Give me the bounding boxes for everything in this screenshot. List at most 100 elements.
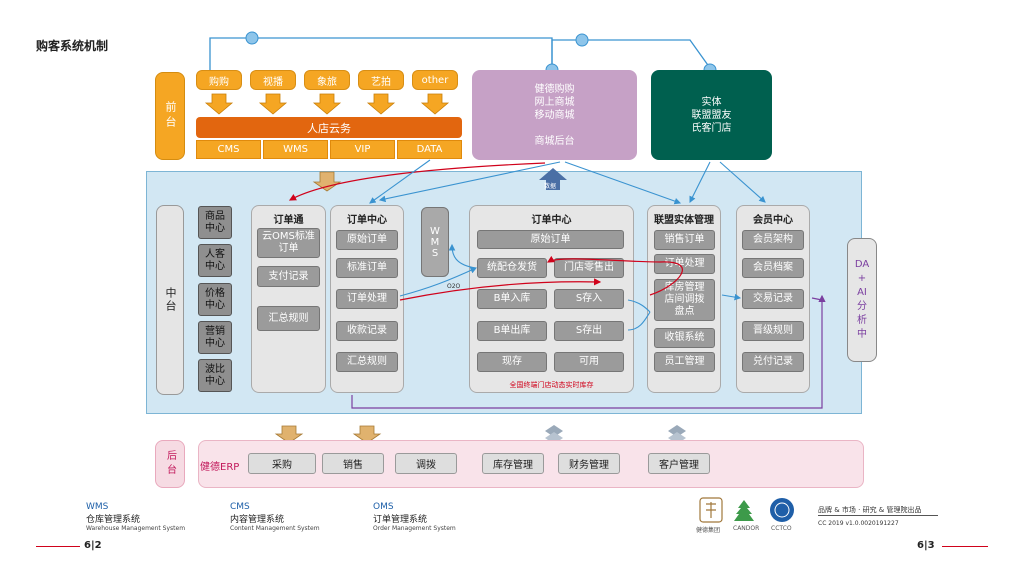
- channel-other[interactable]: other: [412, 70, 458, 90]
- column-title: 订单中心: [531, 215, 572, 226]
- da-ai-analysis-box[interactable]: DA + AI 分 析 中: [847, 238, 877, 362]
- member-structure-button[interactable]: 会员架构: [742, 230, 804, 250]
- raw-order-wide-button[interactable]: 原始订单: [477, 230, 624, 249]
- down-arrow-icon: [420, 93, 450, 115]
- legend-cn: 仓库管理系统: [86, 515, 141, 525]
- receipt-record-button[interactable]: 收款记录: [336, 321, 398, 341]
- channel-yipai[interactable]: 艺拍: [358, 70, 404, 90]
- online-mall-box[interactable]: 健德购购 网上商城 移动商城 商城后台: [472, 70, 637, 160]
- available-stock-button[interactable]: 可用: [554, 352, 624, 372]
- diamond-icon: [545, 425, 563, 437]
- brand-text: 品牌 & 市场 · 研究 & 管理院出品: [818, 506, 922, 514]
- copyright-text: CC 2019 v1.0.0020191227: [818, 520, 899, 527]
- channel-gougou[interactable]: 购购: [196, 70, 242, 90]
- legend-cn: 内容管理系统: [230, 515, 285, 525]
- diamond-icon: [668, 425, 686, 437]
- redemption-record-button[interactable]: 兑付记录: [742, 352, 804, 372]
- warehouse-transfer-button[interactable]: 库房管理 店间调拨 盘点: [654, 279, 715, 321]
- down-arrow-icon: [204, 93, 234, 115]
- erp-label: 健德ERP: [200, 462, 240, 473]
- cloud-oms-order-button[interactable]: 云OMS标准 订单: [257, 228, 320, 258]
- logo-label-candor: CANDOR: [733, 525, 760, 532]
- down-arrow-icon: [366, 93, 396, 115]
- staff-management-button[interactable]: 员工管理: [654, 352, 715, 372]
- jiande-logo-icon: [699, 497, 723, 523]
- legend-en: Order Management System: [373, 525, 456, 532]
- down-arrow-icon: [352, 425, 382, 444]
- cctco-logo-icon: [770, 498, 794, 522]
- logo-label-jiande: 健德集团: [696, 527, 721, 534]
- s-deposit-button[interactable]: S存入: [554, 289, 624, 309]
- legend-abbr: WMS: [86, 502, 109, 512]
- cloud-cell-cms[interactable]: CMS: [196, 140, 261, 159]
- channel-shibo[interactable]: 视播: [250, 70, 296, 90]
- top-link-line-b: [551, 39, 711, 70]
- center-marketing[interactable]: 营销 中心: [198, 321, 232, 354]
- channel-xianglv[interactable]: 象旅: [304, 70, 350, 90]
- cloud-service-bar: 人店云务: [196, 117, 462, 138]
- cloud-cell-vip[interactable]: VIP: [330, 140, 395, 159]
- footer-red-line-left: [36, 546, 80, 547]
- summary-rule-button-b[interactable]: 汇总规则: [336, 352, 398, 372]
- legend-en: Warehouse Management System: [86, 525, 186, 532]
- center-product[interactable]: 商品 中心: [198, 206, 232, 239]
- down-arrow-icon: [258, 93, 288, 115]
- front-side-label: 前台: [155, 72, 185, 160]
- store-retail-button[interactable]: 门店零售出: [554, 258, 624, 278]
- summary-rule-button[interactable]: 汇总规则: [257, 306, 320, 331]
- transaction-record-button[interactable]: 交易记录: [742, 289, 804, 309]
- promotion-rule-button[interactable]: 晋级规则: [742, 321, 804, 341]
- column-title: 订单通: [273, 215, 304, 226]
- data-arrow-label: 数据: [544, 182, 556, 190]
- candor-tree-logo-icon: [734, 500, 754, 521]
- warehouse-ship-button[interactable]: 统配仓发货: [477, 258, 547, 278]
- back-side-label: 后台: [155, 440, 185, 488]
- cashier-system-button[interactable]: 收银系统: [654, 328, 715, 348]
- page-title: 购客系统机制: [36, 39, 109, 53]
- sales-order-button[interactable]: 销售订单: [654, 230, 715, 250]
- logo-group: [699, 497, 794, 523]
- cloud-cell-wms[interactable]: WMS: [263, 140, 328, 159]
- center-price[interactable]: 价格 中心: [198, 283, 232, 316]
- wms-box[interactable]: W M S: [421, 207, 449, 277]
- down-arrow-icon: [274, 425, 304, 444]
- b-inbound-button[interactable]: B单入库: [477, 289, 547, 309]
- erp-transfer-button[interactable]: 调拨: [395, 453, 457, 474]
- down-arrow-icon: [312, 171, 342, 192]
- b-outbound-button[interactable]: B单出库: [477, 321, 547, 341]
- member-profile-button[interactable]: 会员档案: [742, 258, 804, 278]
- center-bobi[interactable]: 波比 中心: [198, 359, 232, 392]
- legend-wms: WMS 仓库管理系统 Warehouse Management System: [86, 502, 185, 532]
- legend-abbr: OMS: [373, 502, 394, 512]
- center-customer[interactable]: 人客 中心: [198, 244, 232, 277]
- middle-side-label: 中台: [156, 205, 184, 395]
- footer-red-line-right: [942, 546, 988, 547]
- erp-customer-button[interactable]: 客户管理: [648, 453, 710, 474]
- data-up-arrow-icon: [539, 168, 567, 190]
- legend-cms: CMS 内容管理系统 Content Management System: [230, 502, 320, 532]
- current-stock-button[interactable]: 现存: [477, 352, 547, 372]
- realtime-inventory-note: 全国终端门店动态实时库存: [509, 381, 594, 389]
- legend-oms: OMS 订单管理系统 Order Management System: [373, 502, 456, 532]
- physical-store-box[interactable]: 实体 联盟盟友 氏客门店: [651, 70, 772, 160]
- column-title: 订单中心: [347, 215, 387, 226]
- logo-label-cctco: CCTCO: [771, 525, 792, 532]
- erp-sales-button[interactable]: 销售: [322, 453, 384, 474]
- standard-order-button[interactable]: 标准订单: [336, 258, 398, 278]
- erp-purchase-button[interactable]: 采购: [248, 453, 316, 474]
- link-node-c: [575, 33, 589, 47]
- cloud-cell-data[interactable]: DATA: [397, 140, 462, 159]
- erp-inventory-button[interactable]: 库存管理: [482, 453, 544, 474]
- page-number-right: 6|3: [917, 540, 935, 551]
- raw-order-button[interactable]: 原始订单: [336, 230, 398, 250]
- payment-record-button[interactable]: 支付记录: [257, 266, 320, 287]
- order-process-button[interactable]: 订单处理: [336, 289, 398, 309]
- s-withdraw-button[interactable]: S存出: [554, 321, 624, 341]
- brand-divider: [818, 515, 938, 516]
- legend-abbr: CMS: [230, 502, 250, 512]
- erp-finance-button[interactable]: 财务管理: [558, 453, 620, 474]
- alliance-order-process-button[interactable]: 订单处理: [654, 254, 715, 274]
- o2o-label: O2O: [447, 283, 461, 290]
- page-number-left: 6|2: [84, 540, 102, 551]
